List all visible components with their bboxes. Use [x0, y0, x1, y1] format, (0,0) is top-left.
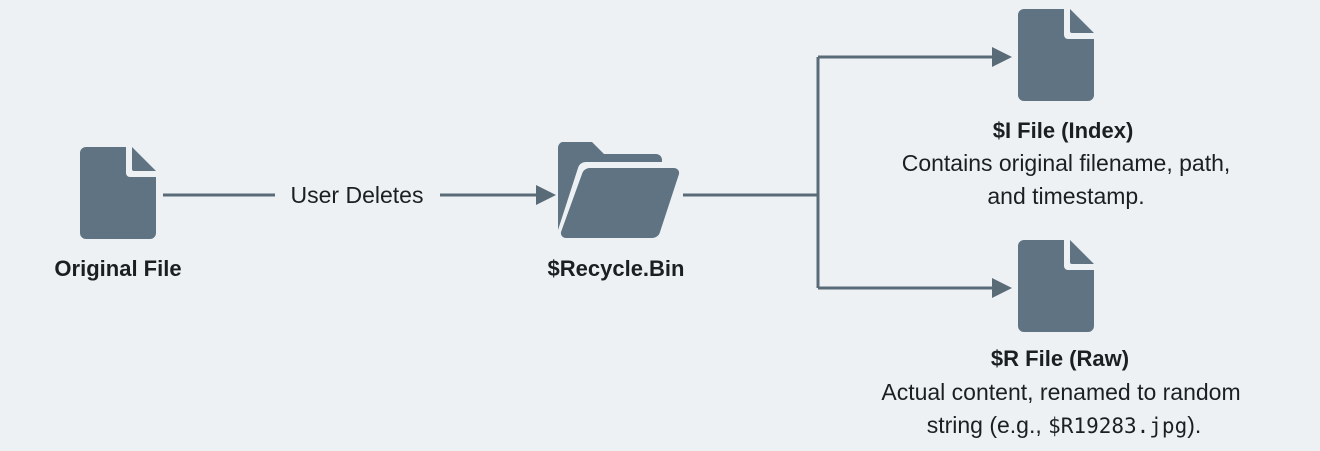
folder-icon: [557, 142, 680, 238]
file-icon: [80, 147, 156, 239]
raw-desc-example-filename: $R19283.jpg: [1048, 414, 1188, 438]
index-file-desc-2: and timestamp.: [987, 183, 1145, 209]
raw-desc-prefix: string (e.g.,: [926, 412, 1049, 438]
file-icon: [1018, 240, 1094, 332]
index-file-label: $I File (Index): [992, 118, 1134, 143]
file-icon: [1018, 9, 1094, 101]
raw-file-desc-2: string (e.g., $R19283.jpg).: [927, 412, 1202, 439]
raw-desc-suffix: ).: [1187, 412, 1202, 438]
user-deletes-label: User Deletes: [290, 182, 424, 208]
arrowhead-recycle: [536, 185, 556, 205]
index-file-desc-1: Contains original filename, path,: [901, 150, 1231, 176]
raw-file-desc-1: Actual content, renamed to random: [881, 379, 1241, 405]
arrowhead-index: [992, 47, 1012, 67]
arrowhead-raw: [992, 278, 1012, 298]
raw-file-label: $R File (Raw): [990, 346, 1130, 371]
recycle-bin-label: $Recycle.Bin: [547, 256, 685, 281]
original-file-label: Original File: [54, 256, 182, 281]
